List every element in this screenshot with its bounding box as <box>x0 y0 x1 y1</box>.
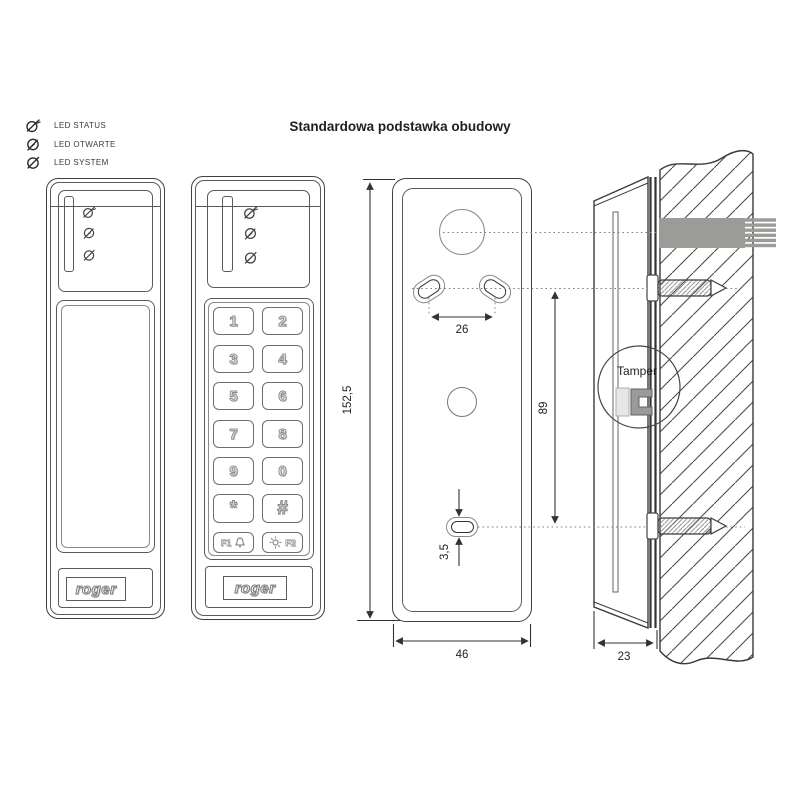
side-groove <box>612 211 619 593</box>
brand-logo: roger <box>223 576 287 600</box>
tamper-detail: Tamper <box>597 345 681 429</box>
base-plate-inner <box>402 188 522 612</box>
legend-label-led-system: LED SYSTEM <box>54 158 109 167</box>
cable-hole <box>439 209 485 255</box>
page-title: Standardowa podstawka obudowy <box>289 119 511 134</box>
keypad-panel <box>204 298 314 560</box>
led-status-icon <box>82 206 97 219</box>
key-f2: F2 <box>262 532 303 553</box>
key-9: 9 <box>213 457 254 485</box>
dim-depth <box>593 611 658 649</box>
led-system-icon <box>83 249 95 261</box>
legend-label-led-otwarte: LED OTWARTE <box>54 140 116 149</box>
device-side-profile <box>593 175 657 630</box>
tamper-switch <box>630 388 653 416</box>
legend-item-led-status: LED STATUS <box>25 118 106 133</box>
key-7: 7 <box>213 420 254 448</box>
key-5: 5 <box>213 382 254 410</box>
dim-depth-label: 23 <box>618 651 631 663</box>
reader-inner-frame <box>50 182 161 615</box>
led-status-icon <box>244 206 259 219</box>
key-0: 0 <box>262 457 303 485</box>
key-6: 6 <box>262 382 303 410</box>
led-open-icon <box>27 138 39 151</box>
dim-width <box>392 624 532 647</box>
led-open-icon <box>244 227 257 240</box>
reader-top-seam <box>51 206 160 207</box>
center-hole <box>447 387 477 417</box>
key-8: 8 <box>262 420 303 448</box>
tamper-plunger <box>615 387 630 417</box>
dim-width-label: 46 <box>456 649 469 661</box>
led-open-icon <box>83 227 95 239</box>
reader-card-panel-inner <box>61 305 150 548</box>
key-2: 2 <box>262 307 303 335</box>
legend-label-led-status: LED STATUS <box>54 121 107 130</box>
led-system-icon <box>27 156 40 169</box>
tamper-callout-circle <box>597 345 681 429</box>
key-f2-label: F2 <box>285 537 296 548</box>
key-f1-label: F1 <box>220 537 232 548</box>
reader-led-panel <box>58 190 153 292</box>
lower-screw <box>646 512 728 540</box>
key-1: 1 <box>213 307 254 335</box>
cable-bundle <box>659 218 776 248</box>
dim-height-label: 152,5 <box>342 386 354 415</box>
legend-item-led-system: LED SYSTEM <box>25 155 109 170</box>
key-4: 4 <box>262 345 303 373</box>
bell-icon <box>235 537 246 548</box>
keypad-led-panel <box>207 190 310 288</box>
keypad-light-bar <box>222 196 233 272</box>
wall-cross-section <box>659 149 754 665</box>
brand-logo: roger <box>66 577 126 601</box>
key-hash: # <box>262 494 303 523</box>
reader-card-panel <box>56 300 155 553</box>
dim-hole-offset-label: 89 <box>538 402 550 415</box>
bottom-slot-recess <box>446 517 478 537</box>
upper-screw <box>646 274 728 302</box>
tamper-label: Tamper <box>617 364 657 378</box>
keypad-logo-panel <box>205 566 313 608</box>
led-system-icon <box>244 251 257 264</box>
key-f1: F1 <box>213 532 254 553</box>
keypad-top-seam <box>196 206 320 207</box>
legend-item-led-otwarte: LED OTWARTE <box>25 137 116 152</box>
keypad-inner-frame <box>195 180 321 616</box>
lamp-icon <box>269 536 282 549</box>
led-status-icon <box>26 119 41 133</box>
keypad-panel-inner <box>208 302 310 556</box>
key-3: 3 <box>213 345 254 373</box>
reader-light-bar <box>64 196 74 272</box>
key-star: * <box>213 494 254 523</box>
reader-logo-panel <box>58 568 153 608</box>
bottom-slot <box>451 521 474 533</box>
